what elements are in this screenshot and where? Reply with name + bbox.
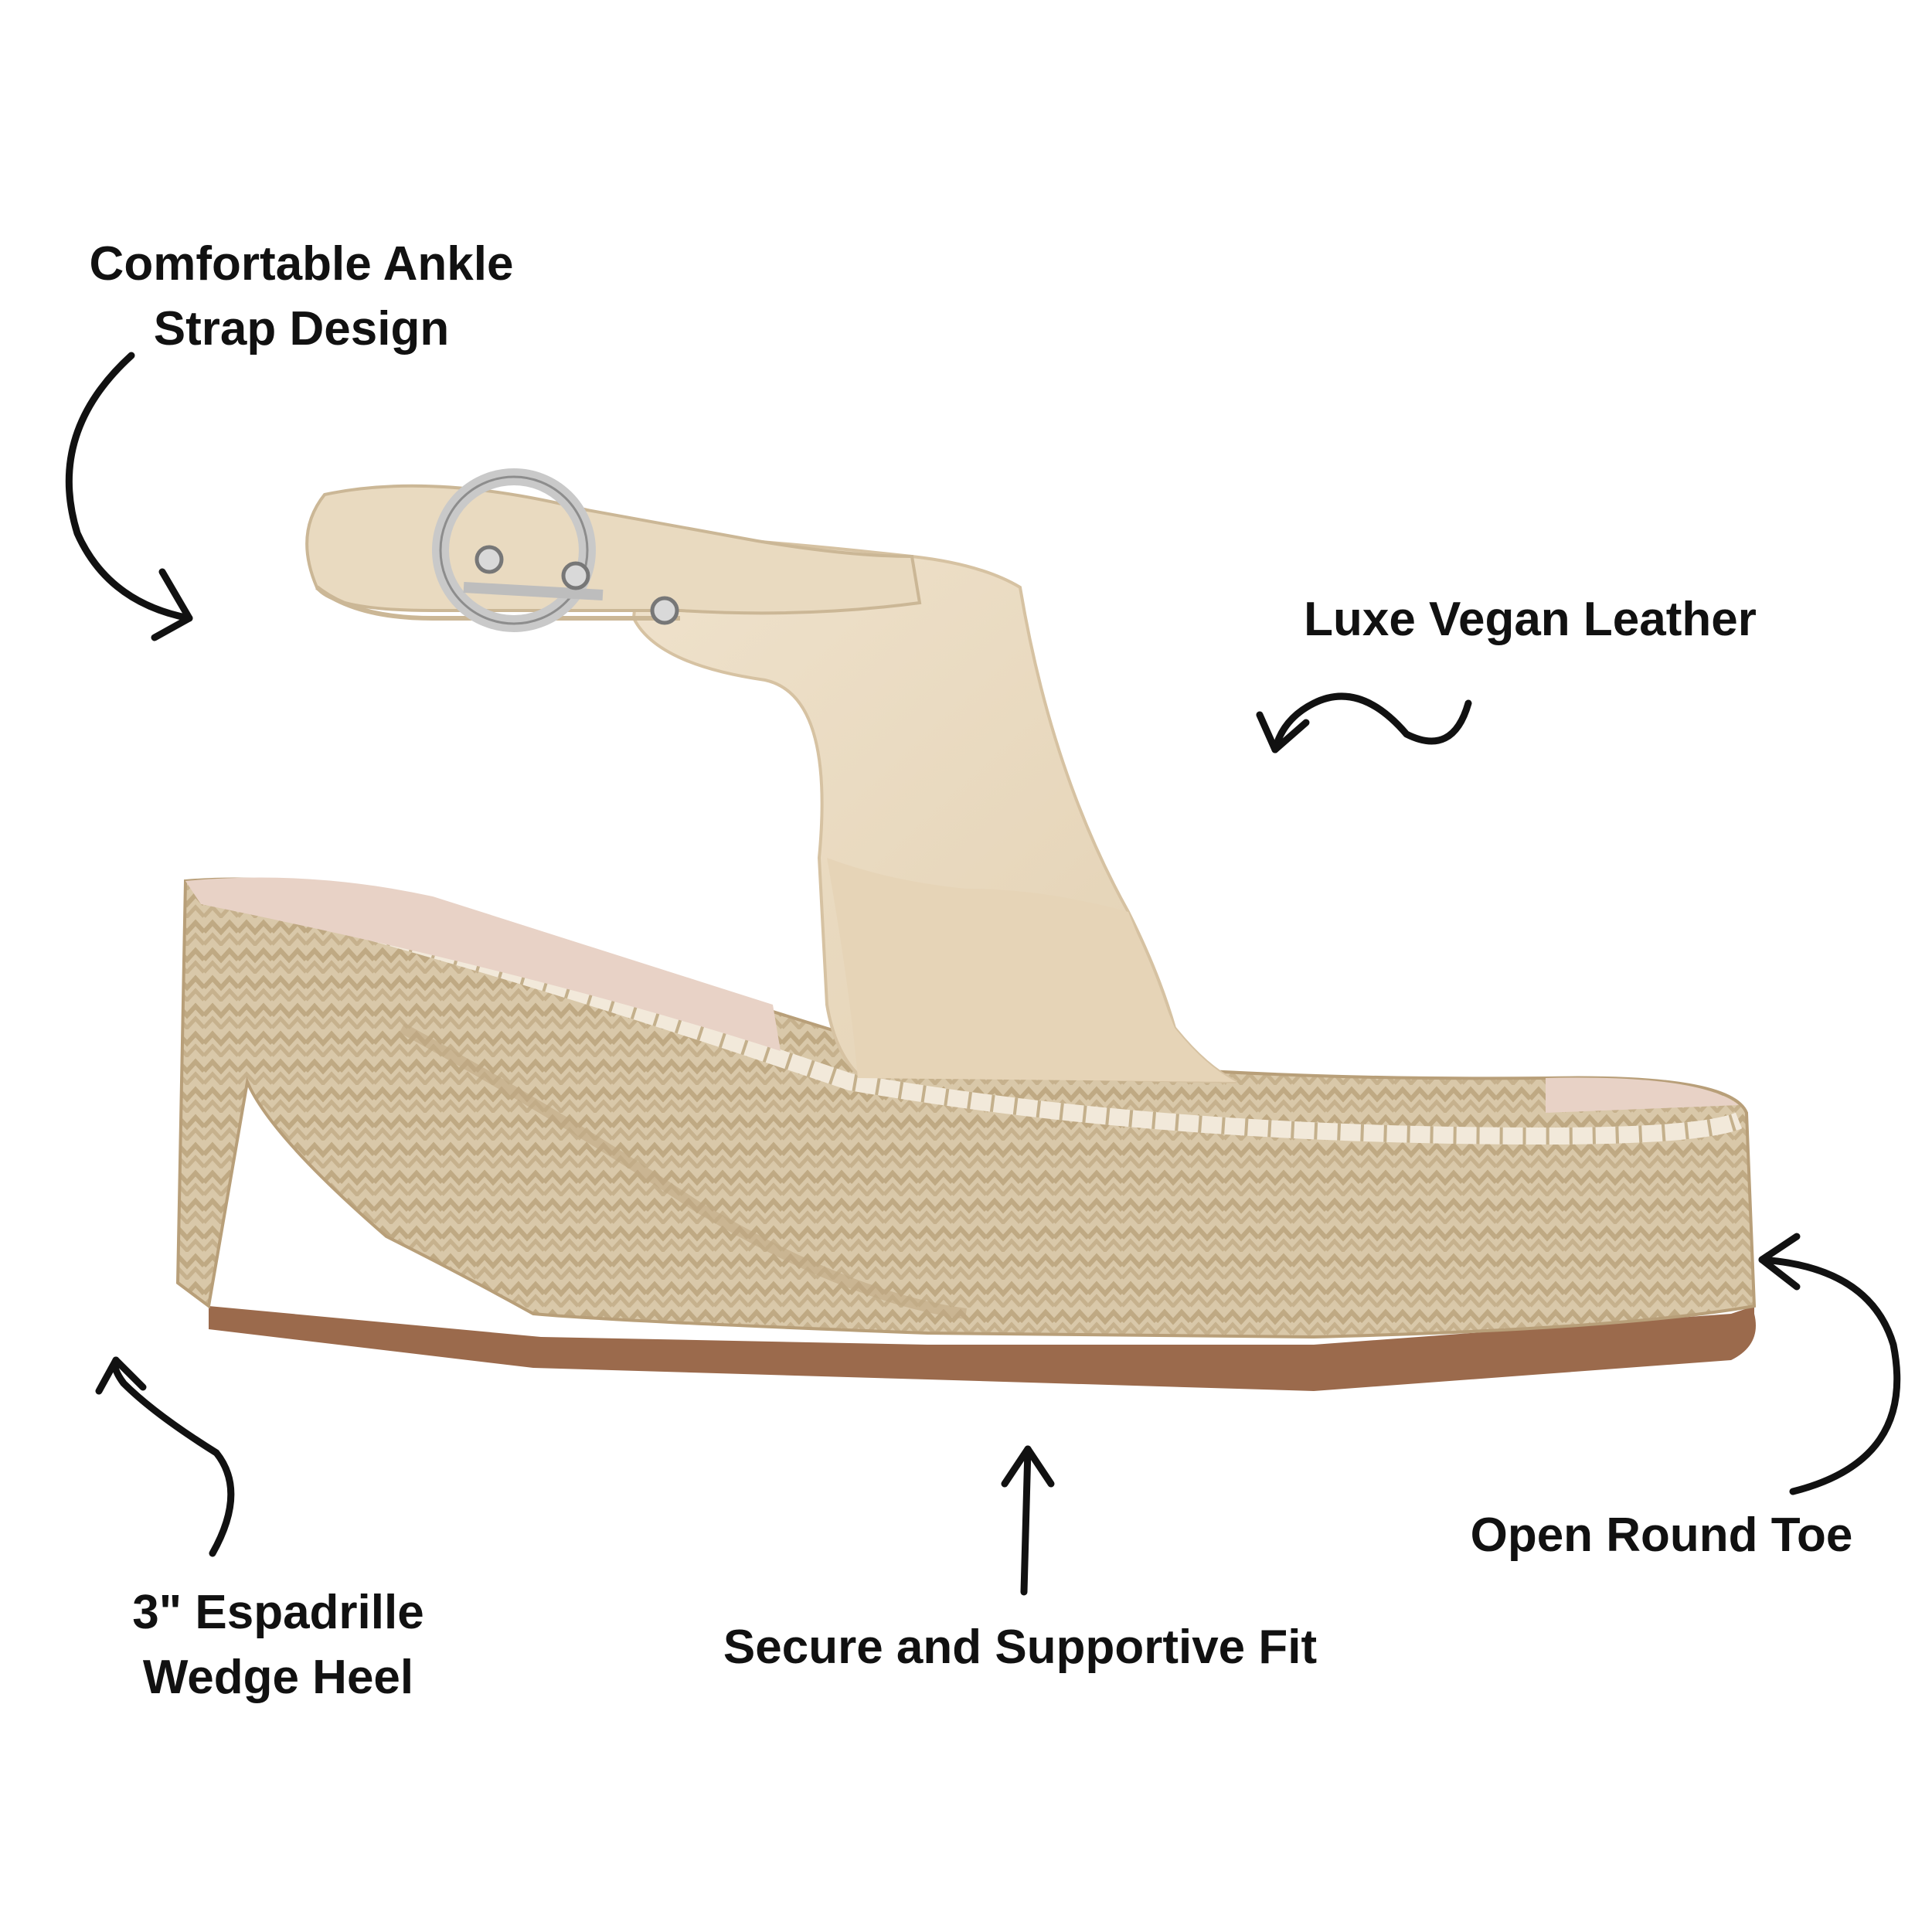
arrow-wedge-heel-icon: [95, 1356, 235, 1557]
insole: [185, 877, 781, 1051]
outsole: [209, 1306, 1756, 1391]
callout-supportive-fit-line1: Secure and Supportive Fit: [723, 1621, 1318, 1674]
eyelet: [474, 545, 504, 574]
callout-open-toe-line1: Open Round Toe: [1470, 1509, 1853, 1562]
jute-wedge-shading: [399, 1022, 967, 1319]
arrow-ankle-strap-icon: [65, 352, 193, 641]
ankle-strap: [305, 484, 922, 615]
callout-vegan-leather: Luxe Vegan Leather: [1267, 587, 1793, 652]
arrow-vegan-leather-icon: [1256, 692, 1472, 753]
callout-vegan-leather-line1: Luxe Vegan Leather: [1304, 593, 1757, 646]
eyelet: [561, 561, 590, 590]
arrow-supportive-fit-icon: [1001, 1445, 1055, 1596]
callout-ankle-strap-line1: Comfortable Ankle: [89, 237, 514, 291]
callout-wedge-heel: 3" Espadrille Wedge Heel: [85, 1580, 471, 1710]
callout-open-toe: Open Round Toe: [1437, 1503, 1886, 1568]
arrow-open-toe-icon: [1758, 1233, 1901, 1495]
eyelet: [650, 596, 679, 625]
sandal-illustration: [175, 468, 1757, 1391]
callout-wedge-heel-line1: 3" Espadrille: [132, 1586, 424, 1639]
callout-ankle-strap: Comfortable Ankle Strap Design: [54, 232, 549, 362]
callout-wedge-heel-line2: Wedge Heel: [142, 1651, 414, 1704]
callout-supportive-fit: Secure and Supportive Fit: [680, 1615, 1360, 1680]
upper-vamp: [827, 858, 1236, 1082]
callout-ankle-strap-line2: Strap Design: [153, 302, 450, 355]
